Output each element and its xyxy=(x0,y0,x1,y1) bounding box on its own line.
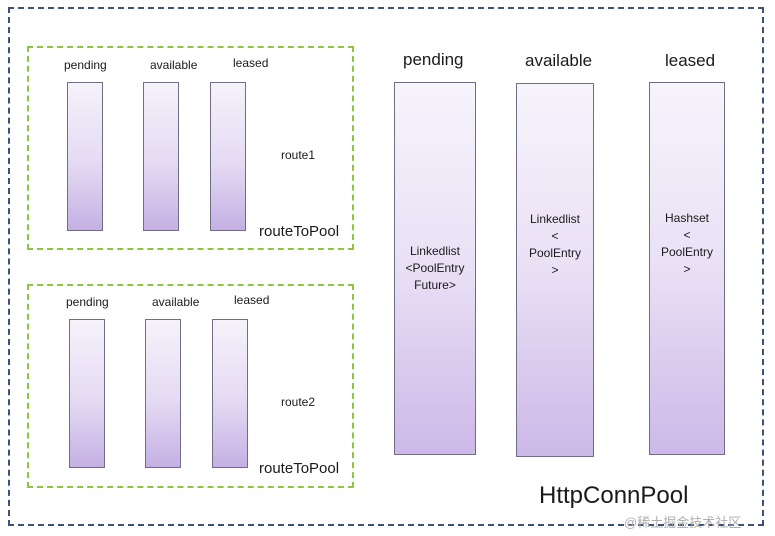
pool-leased-line-4: > xyxy=(683,261,691,276)
pool-available-bar: Linkedlist < PoolEntry > xyxy=(516,83,594,457)
pool-available-line-3: PoolEntry xyxy=(528,246,582,260)
pool-leased-line-3: PoolEntry xyxy=(660,244,714,259)
route2-pending-label: pending xyxy=(66,295,109,309)
route2-leased-label: leased xyxy=(234,293,270,307)
route1-leased-label: leased xyxy=(233,56,269,70)
route1-pending-label: pending xyxy=(64,58,107,72)
pool-leased-bar: Hashset < PoolEntry > xyxy=(649,82,725,455)
route2-name: route2 xyxy=(281,395,316,409)
pool-pending-line-2: <PoolEntry xyxy=(405,261,465,275)
route1-pool-label: routeToPool xyxy=(259,223,340,240)
pool-leased-line-2: < xyxy=(683,227,691,242)
route1-name: route1 xyxy=(281,148,316,162)
route1-box xyxy=(27,46,354,250)
route1-available-bar xyxy=(143,82,179,231)
route2-pending-bar xyxy=(69,319,105,468)
route2-box xyxy=(27,284,354,488)
route1-available-label: available xyxy=(150,58,198,72)
route2-available-bar xyxy=(145,319,181,468)
route2-pool-label: routeToPool xyxy=(259,460,340,477)
route2-leased-bar xyxy=(212,319,248,468)
watermark: @稀土掘金技术社区 xyxy=(624,515,742,530)
pool-pending-label: pending xyxy=(403,50,464,69)
pool-available-line-1: Linkedlist xyxy=(529,212,581,226)
route2-available-label: available xyxy=(152,295,200,309)
pool-leased-line-1: Hashset xyxy=(664,210,710,225)
route1-leased-bar xyxy=(210,82,246,231)
route1-pending-bar xyxy=(67,82,103,231)
pool-available-line-2: < xyxy=(551,229,559,243)
pool-pending-line-1: Linkedlist xyxy=(409,244,460,258)
pool-pending-line-3: Future> xyxy=(414,278,456,292)
pool-available-label: available xyxy=(525,51,593,70)
pool-title: HttpConnPool xyxy=(539,482,689,509)
pool-pending-bar: Linkedlist <PoolEntry Future> xyxy=(394,82,476,455)
pool-available-line-4: > xyxy=(551,263,559,277)
pool-leased-label: leased xyxy=(665,51,716,70)
http-conn-pool-frame xyxy=(8,7,764,526)
